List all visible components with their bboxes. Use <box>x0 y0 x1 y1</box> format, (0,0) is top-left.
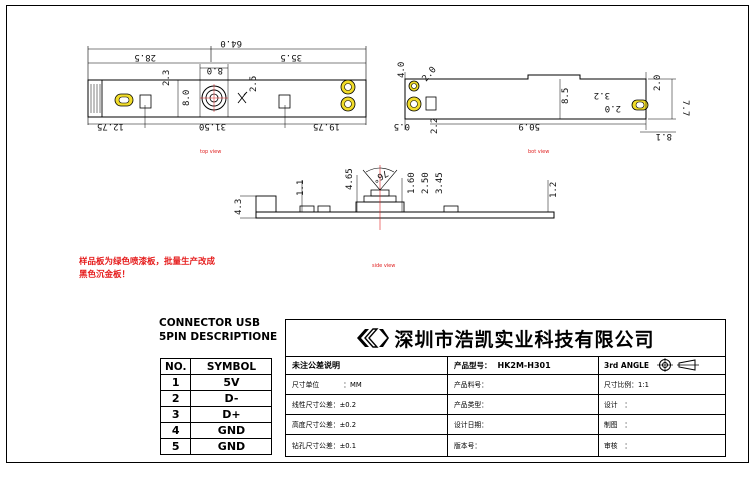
third-angle-projection-icon <box>657 358 700 372</box>
projection-row: 3rd ANGLE <box>604 356 701 374</box>
design-date: 设计日期： <box>454 421 488 429</box>
dim-top-h80: 8.0 <box>182 90 192 106</box>
connector-title-line2: 5PIN DESCRIPTIONE <box>159 331 278 343</box>
dim-bot-h85: 8.5 <box>561 88 571 104</box>
title-block-grid: 未注公差说明 尺寸单位 ：MM 线性尺寸公差：±0.2 高度尺寸公差：±0.2 … <box>286 356 725 457</box>
table-row: 3 D+ <box>159 406 273 423</box>
pin-table: NO. SYMBOL 1 5V 2 D- 3 D+ 4 GND 5 GND <box>159 358 273 455</box>
bot-view-caption: bot view <box>528 149 549 155</box>
version-number: 版本号： <box>454 442 482 450</box>
connector-title-line1: CONNECTOR USB <box>159 317 261 329</box>
note-line-2: 黑色沉金板！ <box>79 270 131 280</box>
dim-bot-h77: 7.7 <box>680 100 690 116</box>
company-header: 深圳市浩凯实业科技有限公司 <box>286 320 725 357</box>
unit-row: 尺寸单位 ：MM <box>292 374 362 394</box>
dim-top-left: 28.5 <box>134 52 156 62</box>
dim-top-center: 8.0 <box>207 65 223 75</box>
pin-no: 1 <box>159 374 192 391</box>
dim-top-bot-mid: 31.50 <box>199 121 226 131</box>
dim-side-h345: 3.45 <box>435 172 445 194</box>
model-label: 产品型号： <box>454 360 492 370</box>
unit-value: ：MM <box>343 381 362 389</box>
table-row: 5 GND <box>159 438 273 455</box>
company-name: 深圳市浩凯实业科技有限公司 <box>394 328 655 351</box>
table-row: 4 GND <box>159 422 273 439</box>
tolerance-header: 未注公差说明 <box>292 360 340 370</box>
drill-tolerance: 钻孔尺寸公差：±0.1 <box>292 442 357 450</box>
company-logo-icon <box>357 328 390 348</box>
model-row: 产品型号： HK2M-H301 <box>454 356 551 374</box>
side-view: 76° 4.3 1.1 4.65 1.60 2.50 3.45 1.2 side… <box>234 165 559 269</box>
dim-side-h43: 4.3 <box>234 199 244 215</box>
note-line-1: 样品板为绿色喷漆板，批量生产改成 <box>79 257 216 267</box>
pin-symbol: 5V <box>190 374 273 391</box>
table-row: 2 D- <box>159 390 273 407</box>
scale: 尺寸比例：1:1 <box>604 381 649 389</box>
pin-symbol: GND <box>190 438 273 455</box>
dim-bot-h22: 2.2 <box>430 118 440 134</box>
pin-no: 4 <box>159 422 192 439</box>
angle-label: 3rd ANGLE <box>604 360 650 370</box>
dim-top-overall: 64.0 <box>220 38 242 48</box>
title-block: 深圳市浩凯实业科技有限公司 未注公差说明 尺寸单位 ：MM 线性尺寸公差：±0.… <box>285 319 726 457</box>
dim-side-h11: 1.1 <box>296 180 306 196</box>
pin-symbol: D- <box>190 390 273 407</box>
pin-symbol-header: SYMBOL <box>190 358 273 375</box>
connector-title: CONNECTOR USB 5PIN DESCRIPTIONE <box>159 316 277 344</box>
drafter: 制图 ： <box>604 421 632 429</box>
dim-bot-h40: 4.0 <box>397 62 407 78</box>
pin-table-header: NO. SYMBOL <box>159 358 273 375</box>
dim-bot-dia2: 2.0 <box>605 103 621 113</box>
dim-bot-dia20: 2.0 <box>421 65 439 84</box>
dim-top-bot-right: 19.75 <box>313 121 340 131</box>
sheet-border <box>6 5 749 463</box>
unit-label: 尺寸单位 <box>292 381 320 389</box>
dim-side-h12: 1.2 <box>549 182 559 198</box>
dim-bot-h05: 0.5 <box>394 121 410 131</box>
table-row: 1 5V <box>159 374 273 391</box>
height-tolerance: 高度尺寸公差：±0.2 <box>292 421 357 429</box>
model-value: HK2M-H301 <box>497 360 551 370</box>
dim-top-h25: 2.5 <box>249 76 259 92</box>
top-view: 64.0 28.5 35.5 8.0 <box>87 38 367 155</box>
dim-bot-h20: 2.0 <box>653 75 663 91</box>
pin-no: 3 <box>159 406 192 423</box>
reviewer: 审核 ： <box>604 442 632 450</box>
dim-top-h23: 2.3 <box>162 70 172 86</box>
designer: 设计 ： <box>604 401 632 409</box>
product-type: 产品类型： <box>454 401 488 409</box>
dim-side-h250: 2.50 <box>421 172 431 194</box>
pin-symbol: GND <box>190 422 273 439</box>
board-finish-note: 样品板为绿色喷漆板，批量生产改成 黑色沉金板！ <box>79 256 215 282</box>
dim-side-h465: 4.65 <box>345 168 355 190</box>
pin-no: 2 <box>159 390 192 407</box>
pin-symbol: D+ <box>190 406 273 423</box>
part-number: 产品料号： <box>454 381 488 389</box>
side-view-caption: side view <box>372 263 395 269</box>
pin-no: 5 <box>159 438 192 455</box>
dim-bot-w81: 8.1 <box>656 131 672 141</box>
dim-bot-len509: 50.9 <box>518 121 540 131</box>
linear-tolerance: 线性尺寸公差：±0.2 <box>292 401 357 409</box>
dim-bot-w32: 3.2 <box>594 90 610 100</box>
bot-view: 4.0 2.0 0.5 2.2 50.9 8.5 3.2 2.0 2.0 7.7… <box>394 62 690 155</box>
dim-top-bot-left: 12.75 <box>97 121 124 131</box>
dim-side-h160: 1.60 <box>407 172 417 194</box>
dim-top-right: 35.5 <box>280 52 302 62</box>
top-view-caption: top view <box>200 149 221 155</box>
pin-no-header: NO. <box>159 358 192 375</box>
